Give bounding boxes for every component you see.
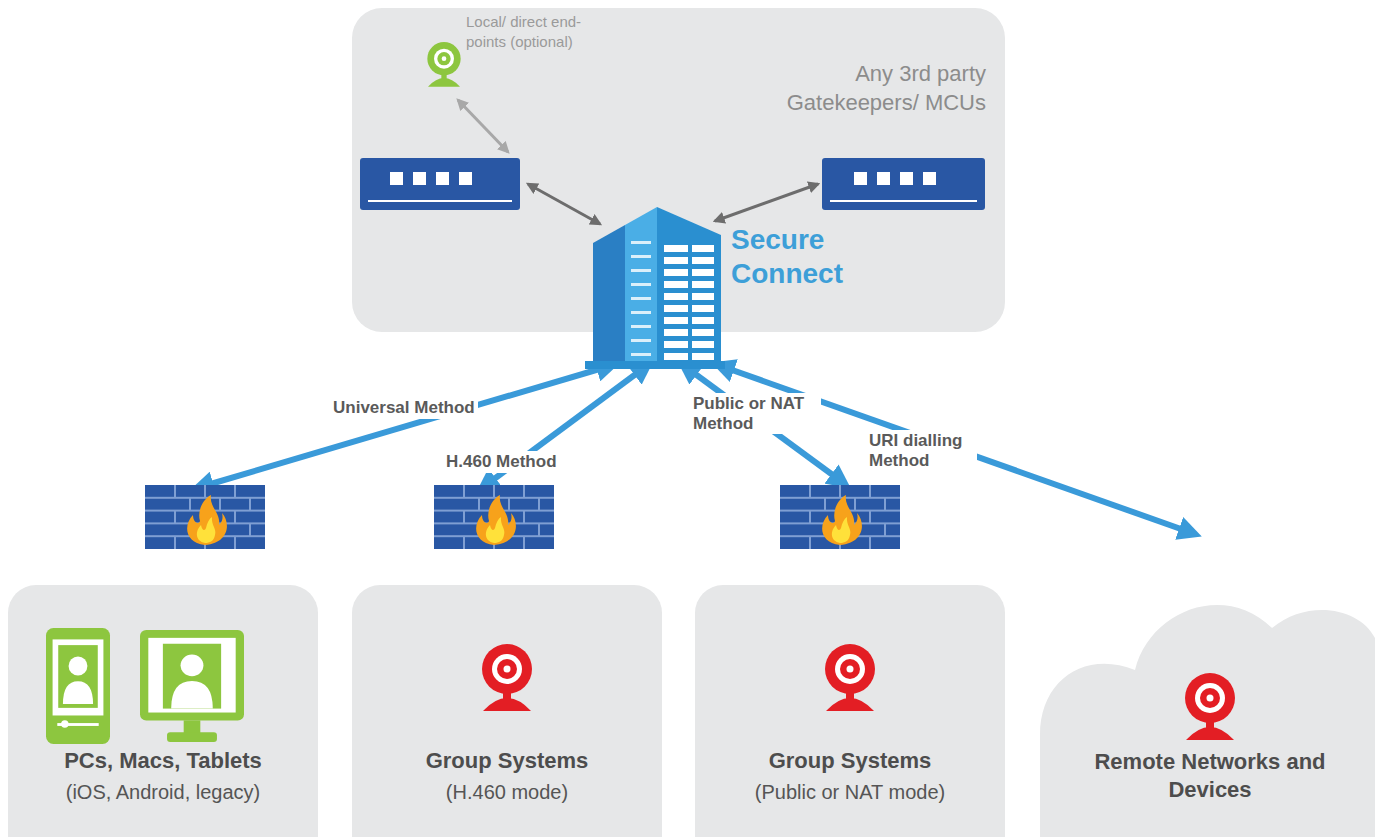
gatekeeper-node: Any 3rd party Gatekeepers/ MCUs xyxy=(770,60,992,216)
panel-subtitle: (Public or NAT mode) xyxy=(699,780,1001,804)
method-label: Public or NAT Method xyxy=(690,393,821,434)
camera-icon xyxy=(477,641,537,713)
secure-connect-hub: Secure Connect xyxy=(585,195,905,373)
gatekeeper-label: Any 3rd party Gatekeepers/ MCUs xyxy=(770,60,986,117)
group-panel: Group Systems (Public or NAT mode) xyxy=(695,478,1005,837)
building-icon xyxy=(585,195,725,369)
panel-title: Remote Networks and Devices xyxy=(1080,748,1340,803)
method-label: Universal Method xyxy=(330,397,478,419)
connector-arrow xyxy=(197,365,613,488)
panel-subtitle: (H.460 mode) xyxy=(356,780,658,804)
panel-title: PCs, Macs, Tablets xyxy=(12,748,314,774)
firewall-icon xyxy=(780,485,900,549)
firewall-icon xyxy=(145,485,265,549)
method-label: H.460 Method xyxy=(443,451,560,473)
connector-arrow xyxy=(715,184,818,221)
tablet-icon xyxy=(46,628,110,744)
camera-icon xyxy=(820,641,880,713)
gatekeeper-link xyxy=(528,184,600,224)
gatekeeper-device xyxy=(360,158,520,210)
gatekeeper-device xyxy=(822,158,985,210)
endpoint-label: Local/ direct end-points (optional) xyxy=(466,12,616,53)
firewall-icon xyxy=(434,485,554,549)
panel-title: Group Systems xyxy=(699,748,1001,774)
client-panel: PCs, Macs, Tablets (iOS, Android, legacy) xyxy=(8,478,318,837)
local-endpoint: Local/ direct end-points (optional) xyxy=(420,10,670,102)
hub-title: Secure Connect xyxy=(731,223,881,290)
method-label: URI dialling Method xyxy=(866,430,977,471)
monitor-icon xyxy=(140,630,244,742)
local-link xyxy=(458,100,508,152)
panel-title: Group Systems xyxy=(356,748,658,774)
top-panel xyxy=(352,8,1005,332)
camera-icon xyxy=(1180,670,1240,742)
remote-cloud: Remote Networks and Devices xyxy=(1040,520,1375,837)
group-panel: Group Systems (H.460 mode) xyxy=(352,478,662,837)
panel-subtitle: (iOS, Android, legacy) xyxy=(12,780,314,804)
local-camera xyxy=(424,40,464,88)
